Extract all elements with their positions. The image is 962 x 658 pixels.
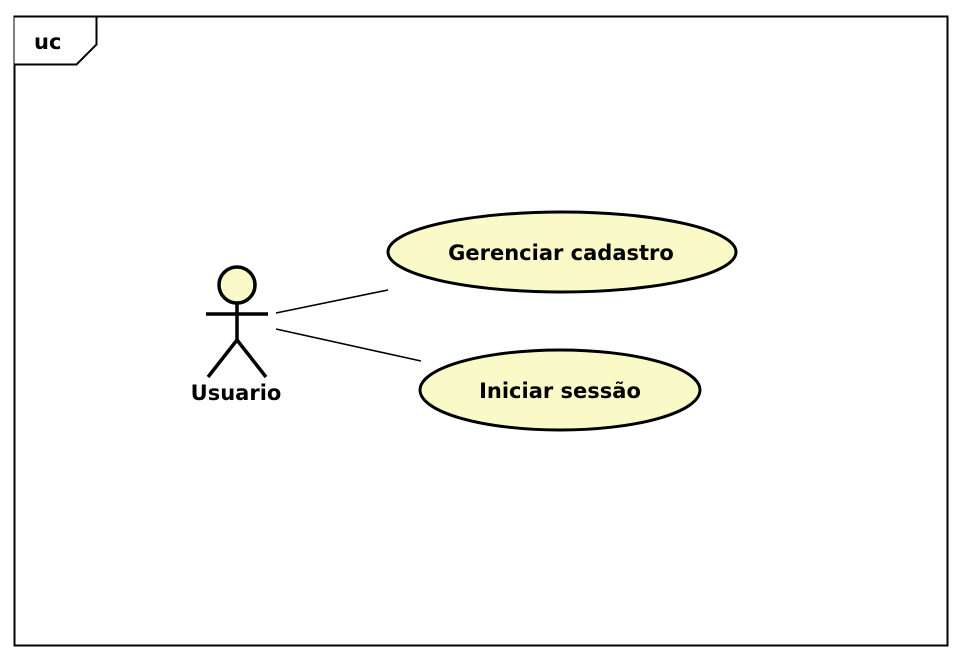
use-case-gerenciar-cadastro[interactable]: Gerenciar cadastro <box>386 210 738 294</box>
association-usuario-iniciar-sessao <box>275 328 422 362</box>
use-case-shape <box>418 348 702 432</box>
frame-tag-label: uc <box>34 30 61 54</box>
actor-left-leg <box>206 338 239 379</box>
use-case-shape <box>386 210 738 294</box>
association-usuario-gerenciar-cadastro <box>275 289 389 314</box>
frame-tag-box <box>14 15 98 66</box>
actor-head <box>217 265 257 305</box>
use-case-label: Gerenciar cadastro <box>448 241 674 265</box>
diagram-frame <box>13 15 949 647</box>
use-case-iniciar-sessao[interactable]: Iniciar sessão <box>418 348 702 432</box>
use-case-label: Iniciar sessão <box>479 379 641 403</box>
actor-usuario: Usuario <box>191 265 282 405</box>
actor-name: Usuario <box>191 381 282 405</box>
actor-right-leg <box>235 338 268 379</box>
